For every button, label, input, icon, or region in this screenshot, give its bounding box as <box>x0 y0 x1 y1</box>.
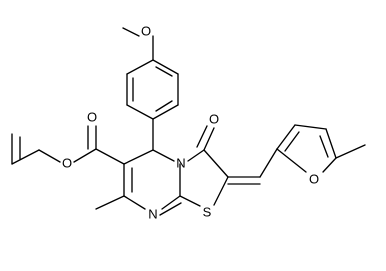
allyl-bond-1 <box>38 149 61 163</box>
ester-carbonyl-oxygen-label: O <box>87 110 97 125</box>
phenyl-bond-4 <box>126 104 154 120</box>
methoxy-oxygen-label: O <box>141 24 151 39</box>
c6-ester-carbon-bond <box>95 148 125 165</box>
ring-nitrogen-label: N <box>176 156 185 171</box>
furan-methyl-bond <box>335 144 366 159</box>
pyrimidine-bond-n8-c8a <box>161 195 181 210</box>
furan-oxygen-label: O <box>309 172 319 187</box>
phenyl-double-bond-2 <box>155 100 173 112</box>
pyrimidine-bond-c7-n8 <box>123 195 146 210</box>
methylene-furan-bond <box>259 148 278 178</box>
ester-alkoxy-oxygen-label: O <box>62 156 72 171</box>
atom-labels: O O O O N N S O <box>62 24 319 222</box>
thiazole-bond-c3-c2 <box>203 149 229 178</box>
thiazole-bond-s1-c8a <box>179 195 201 207</box>
furan-bond-c3-c4 <box>294 124 327 130</box>
ring-ketone-oxygen-label: O <box>209 112 219 127</box>
pyrimidine-methyl-bond <box>95 195 125 210</box>
furan-double-c2-c3 <box>284 131 300 152</box>
thiazole-bond-c2-s1 <box>213 176 229 206</box>
pyrimidine-bond-c5-c6 <box>123 149 154 165</box>
furan-bond-c2-c3 <box>276 124 296 150</box>
phenyl-bond-3 <box>152 104 179 120</box>
ketone-bond <box>203 127 215 151</box>
bond-lines <box>11 27 366 216</box>
furan-bond-c4-c5 <box>325 128 337 159</box>
furan-bond-c5-o <box>322 157 337 173</box>
phenyl-bond-6 <box>126 59 154 75</box>
pyrimidine-bond-n4-c5 <box>152 149 175 162</box>
thiazole-bond-n4-c3 <box>187 149 205 162</box>
furan-double-c4-c5 <box>319 135 329 158</box>
thiazole-sulfur-label: S <box>203 205 212 220</box>
furan-bond-o-c2 <box>276 148 307 173</box>
ester-alkoxy-bond <box>73 148 97 163</box>
phenyl-double-bond-1 <box>155 66 173 77</box>
ketone-double-bond <box>196 125 208 148</box>
methoxy-methyl-bond <box>122 27 140 37</box>
allyl-bond-2 <box>11 149 40 165</box>
phenyl-bond-1 <box>152 59 179 75</box>
pyrimidine-nitrogen-label: N <box>148 207 157 222</box>
pyrimidine-double-n8-c8a <box>159 202 182 216</box>
